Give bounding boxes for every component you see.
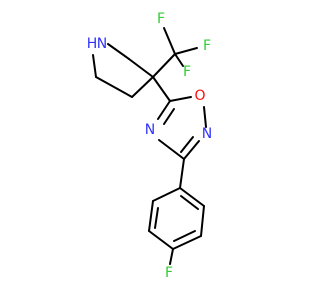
bond-cquat-c3 [131,76,154,98]
atom-label-nh-h: H [87,36,98,52]
bond-cmeta-right-cortho-right [200,205,205,237]
bond-cquat-c5 [152,76,171,102]
bond-ccf3-f-bottom [174,53,184,67]
atom-label-nh-n: N [97,36,107,52]
bond-n4-c5 [157,100,171,120]
bond-ccf3-f-right [174,47,198,55]
molecule-diagram: H N F F F O N N F [87,11,213,281]
bond-cipso-cortho-left [152,187,181,202]
bond-cmeta-left-cpara [148,230,174,250]
atom-label-f-cf3-top: F [157,11,165,27]
bond-cquat-ccf3 [152,53,176,78]
bond-c3-n4 [158,139,185,160]
bond-c1-cquat [128,58,154,78]
bond-n4-c5-double [163,108,175,125]
bond-aromatic-inner-1 [154,207,159,229]
trifluoromethyl-group [152,27,198,78]
bond-aromatic-inner-2 [173,230,196,242]
bond-c3-cipso [179,158,185,189]
oxadiazole-ring [152,76,207,160]
bond-n2-c3 [183,140,200,160]
bond-cpara-cmeta-right [172,235,202,250]
atom-label-f-cf3-right: F [203,38,211,54]
bond-ccf3-f-top [163,27,176,55]
bond-cortho-right-cipso [179,187,205,207]
bond-cortho-left-cmeta-left [148,200,154,232]
bond-c4-nh [92,54,97,78]
bond-nh-c1 [107,43,130,60]
fluorophenyl-ring [148,158,205,265]
bond-o-n2 [203,106,207,128]
atom-label-n-ring-left: N [145,122,155,138]
bond-c5-o [169,96,192,102]
atom-label-f-cf3-bottom: F [183,64,191,80]
pyrrolidine-ring [92,43,154,98]
atom-label-f-aryl: F [165,265,173,281]
bond-n2-c3-double [180,136,194,153]
atom-label-o-ring: O [194,88,205,104]
atom-label-n-ring-right: N [202,126,212,142]
bond-c3-c4 [95,76,133,98]
bond-cpara-f [169,248,174,265]
bond-aromatic-inner-3 [180,195,199,210]
atom-labels: H N F F F O N N F [87,11,213,281]
